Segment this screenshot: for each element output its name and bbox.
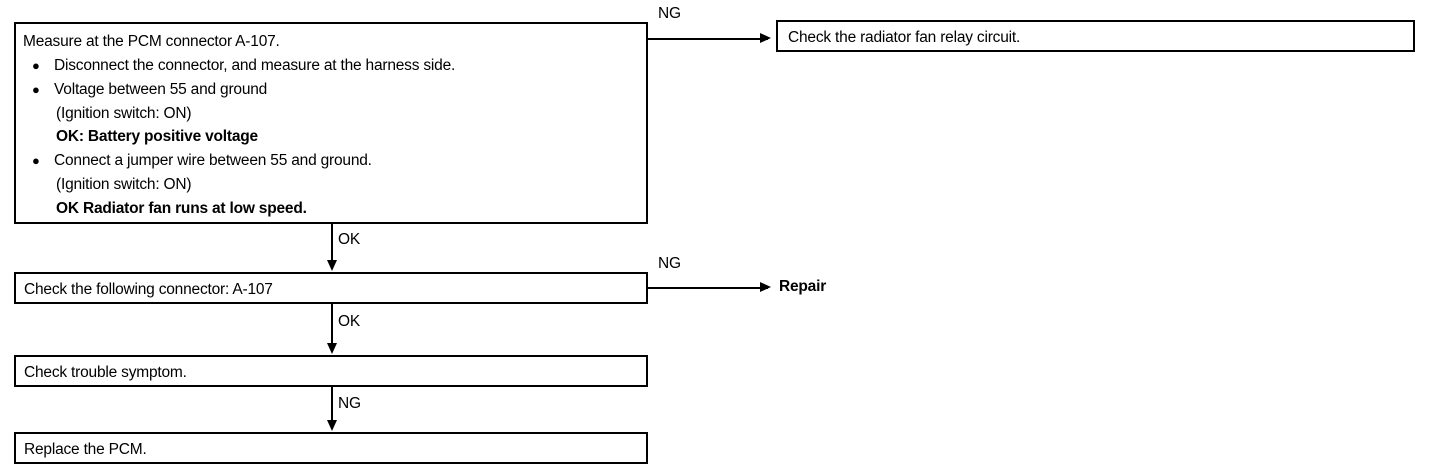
node-replace-the-pcm: Replace the PCM. [14, 432, 648, 464]
edge-connector-to-symptom-arrowhead [327, 343, 337, 354]
edge-label-ng-repair: NG [658, 255, 681, 272]
bullet-icon: ● [32, 153, 40, 168]
node-repair: Repair [779, 278, 827, 295]
node-text-trouble-symptom: Check trouble symptom. [24, 364, 187, 381]
node-text-following-connector: Check the following connector: A-107 [24, 282, 273, 298]
node-line-jumper: Connect a jumper wire between 55 and gro… [54, 152, 372, 169]
node-line-ignition-1: (Ignition switch: ON) [56, 105, 192, 122]
edge-measure-to-relay-line [648, 38, 768, 40]
edge-label-ng-replace: NG [338, 395, 361, 412]
node-check-radiator-fan-relay-circuit: Check the radiator fan relay circuit. [776, 20, 1415, 52]
edge-label-ng-relay: NG [658, 5, 681, 22]
node-text-following-connector-value: A-107 [229, 281, 273, 298]
node-text-replace-pcm: Replace the PCM. [24, 441, 147, 458]
node-text-following-connector-bold: Check the following connector: [24, 281, 230, 298]
edge-connector-to-repair-line [648, 287, 768, 289]
node-line-ok-fan: OK Radiator fan runs at low speed. [56, 200, 307, 217]
node-check-following-connector: Check the following connector: A-107 [14, 272, 648, 304]
node-check-trouble-symptom: Check trouble symptom. [14, 355, 648, 387]
node-line-ok-battery: OK: Battery positive voltage [56, 128, 258, 145]
node-text-relay-circuit: Check the radiator fan relay circuit. [788, 29, 1021, 46]
node-measure-pcm-connector: Measure at the PCM connector A-107. ● Di… [14, 22, 648, 224]
edge-label-ok-symptom: OK [338, 313, 360, 330]
edge-symptom-to-replace-line [331, 387, 333, 423]
edge-label-ok-connector: OK [338, 231, 360, 248]
node-line-disconnect: Disconnect the connector, and measure at… [54, 57, 456, 74]
edge-measure-to-connector-line [331, 224, 333, 262]
edge-connector-to-repair-arrowhead [760, 282, 771, 292]
edge-connector-to-symptom-line [331, 304, 333, 344]
edge-symptom-to-replace-arrowhead [327, 420, 337, 431]
edge-measure-to-relay-arrowhead [760, 33, 771, 43]
edge-measure-to-connector-arrowhead [327, 260, 337, 271]
node-line-voltage: Voltage between 55 and ground [54, 81, 268, 98]
bullet-icon: ● [32, 82, 40, 97]
node-line-title: Measure at the PCM connector A-107. [23, 33, 280, 50]
node-line-ignition-2: (Ignition switch: ON) [56, 176, 192, 193]
bullet-icon: ● [32, 58, 40, 73]
